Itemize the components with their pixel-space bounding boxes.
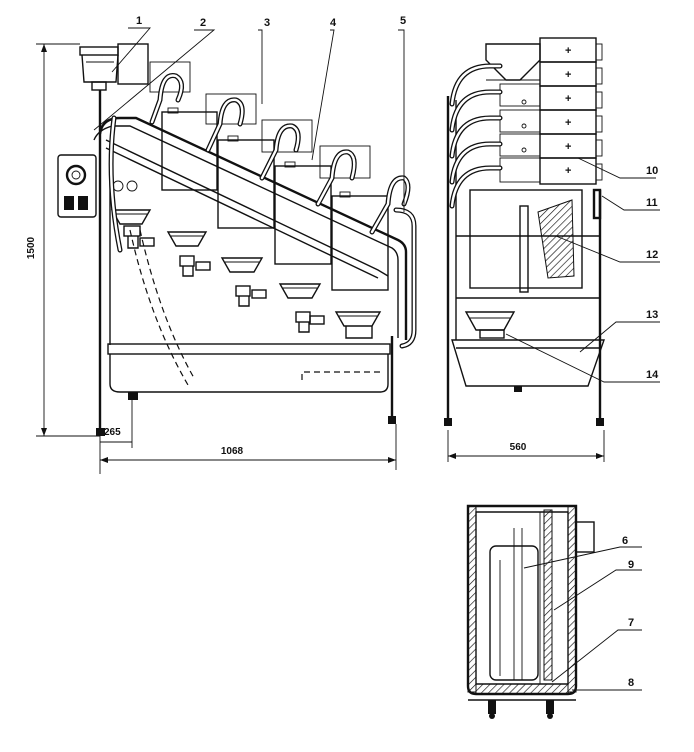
section-view bbox=[466, 504, 595, 719]
callout-5: 5 bbox=[400, 15, 406, 27]
dimension-labels: 1500 1068 265 560 bbox=[26, 236, 527, 457]
flotation-cells bbox=[149, 61, 389, 291]
svg-text:+: + bbox=[565, 165, 571, 177]
side-tank bbox=[456, 188, 602, 299]
svg-text:+: + bbox=[565, 117, 571, 129]
diagonal-rail bbox=[93, 116, 408, 340]
front-dimensions bbox=[36, 43, 397, 474]
feed-hopper bbox=[79, 43, 149, 91]
trough-front bbox=[107, 229, 391, 400]
dimension-offset-left: 265 bbox=[104, 427, 121, 438]
side-view: + + + + + + bbox=[444, 37, 605, 462]
svg-text:+: + bbox=[565, 93, 571, 105]
callout-12: 12 bbox=[646, 249, 658, 261]
dimension-height: 1500 bbox=[26, 236, 37, 259]
callout-9: 9 bbox=[628, 559, 634, 571]
callout-11: 11 bbox=[646, 197, 658, 209]
callout-10: 10 bbox=[646, 165, 658, 177]
callout-2: 2 bbox=[200, 17, 206, 29]
callout-7: 7 bbox=[628, 617, 634, 629]
callout-3: 3 bbox=[264, 17, 270, 29]
callout-labels: 1 2 3 4 5 6 7 8 9 10 11 12 13 14 bbox=[136, 15, 659, 689]
control-box bbox=[57, 154, 97, 218]
dimension-width-front: 1068 bbox=[221, 446, 244, 457]
stacked-cells: + + + + + + bbox=[499, 37, 603, 185]
overflow-pipe bbox=[108, 115, 417, 349]
callout-14: 14 bbox=[646, 369, 659, 381]
dimension-width-side: 560 bbox=[510, 442, 527, 453]
callout-6: 6 bbox=[622, 535, 628, 547]
callout-4: 4 bbox=[330, 17, 337, 29]
front-view bbox=[36, 43, 417, 474]
callout-13: 13 bbox=[646, 309, 658, 321]
side-hoses bbox=[449, 63, 503, 209]
svg-text:+: + bbox=[565, 141, 571, 153]
impellers bbox=[110, 180, 382, 339]
callout-1: 1 bbox=[136, 15, 142, 27]
callout-8: 8 bbox=[628, 677, 634, 689]
svg-text:+: + bbox=[565, 45, 571, 57]
leader-lines bbox=[93, 27, 660, 691]
svg-text:+: + bbox=[565, 69, 571, 81]
